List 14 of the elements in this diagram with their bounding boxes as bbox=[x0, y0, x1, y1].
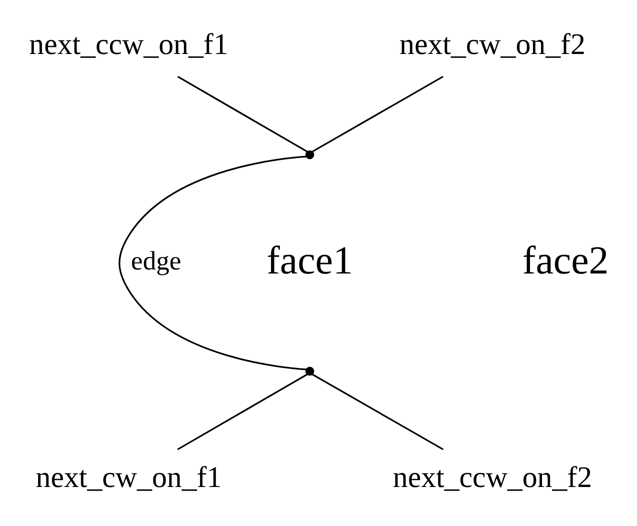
connector bbox=[177, 374, 308, 450]
connector bbox=[312, 76, 444, 152]
connector bbox=[177, 76, 308, 152]
node-text: next_ccw_on_f1 bbox=[29, 28, 228, 61]
label: face2 bbox=[522, 237, 609, 282]
label: face1 bbox=[266, 237, 353, 282]
node-text: next_cw_on_f1 bbox=[36, 460, 222, 494]
connector bbox=[118, 156, 307, 370]
edge-label: edge bbox=[131, 245, 182, 276]
node-point bbox=[305, 150, 314, 160]
node-text: next_cw_on_f2 bbox=[400, 28, 586, 61]
node-point bbox=[305, 366, 314, 376]
connector bbox=[312, 374, 444, 450]
node-text: next_ccw_on_f2 bbox=[392, 460, 592, 494]
